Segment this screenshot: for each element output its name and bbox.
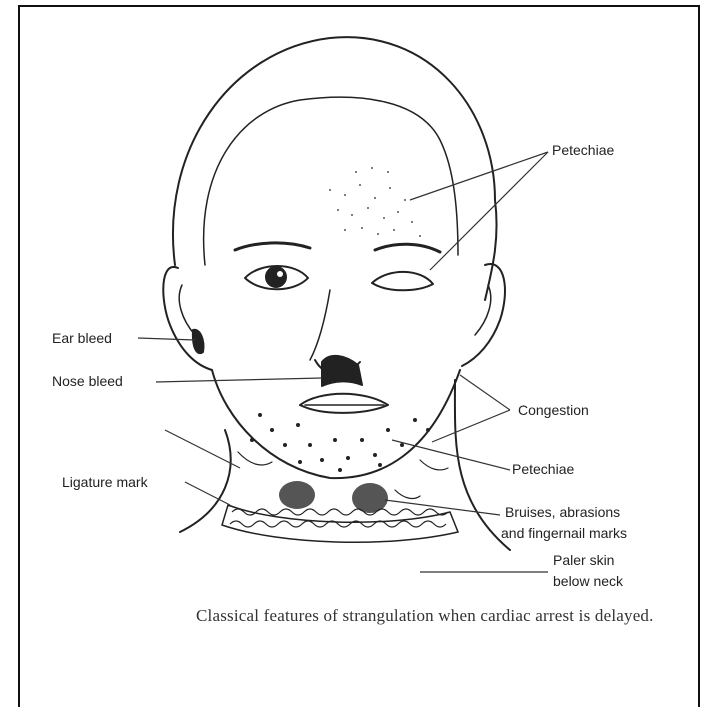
label-bruises-line1: Bruises, abrasions	[505, 504, 620, 521]
hairline	[204, 97, 458, 265]
label-paler-line2: below neck	[553, 573, 623, 590]
mouth	[300, 394, 388, 413]
neck-bruises	[279, 481, 388, 513]
label-nose-bleed: Nose bleed	[52, 373, 123, 390]
label-petechiae-eyes: Petechiae	[552, 142, 614, 159]
label-congestion: Congestion	[518, 402, 589, 419]
head-outline	[173, 37, 497, 300]
label-paler-line1: Paler skin	[553, 552, 614, 569]
label-petechiae-chin: Petechiae	[512, 461, 574, 478]
petechiae-dots-forehead	[329, 167, 421, 237]
left-ear	[163, 267, 212, 370]
left-eyebrow	[235, 243, 310, 250]
nose	[310, 290, 330, 360]
ear-bleed-mark	[193, 330, 204, 353]
label-ligature-mark: Ligature mark	[62, 474, 148, 491]
nose-bleed-mark	[322, 356, 362, 386]
right-ear	[462, 264, 505, 366]
right-eye	[372, 272, 433, 290]
label-bruises-line2: and fingernail marks	[501, 525, 627, 542]
right-eyebrow	[375, 244, 440, 252]
figure-caption: Classical features of strangulation when…	[28, 604, 678, 628]
label-ear-bleed: Ear bleed	[52, 330, 112, 347]
neck-left	[180, 430, 231, 532]
